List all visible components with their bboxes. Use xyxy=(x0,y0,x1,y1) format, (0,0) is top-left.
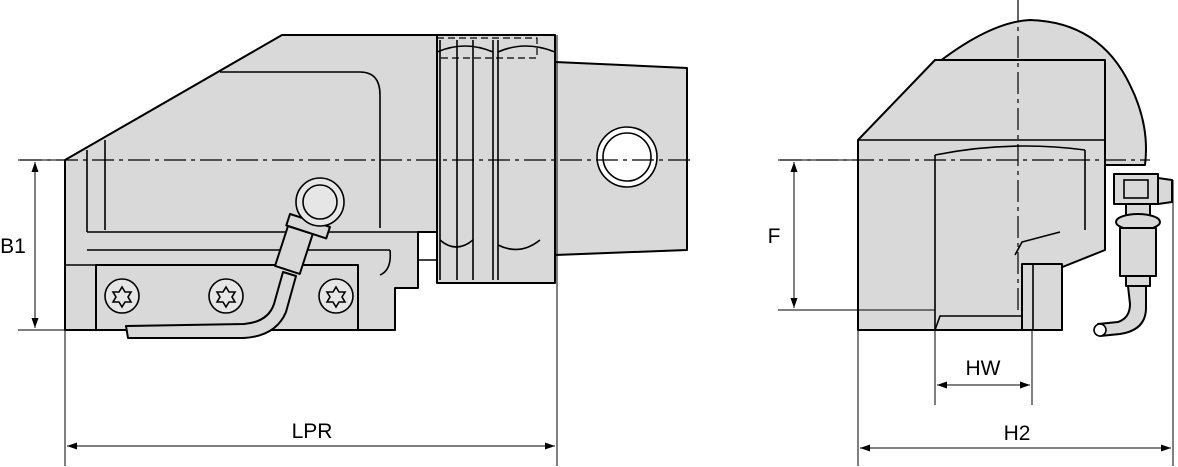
h2-dimension: H2 xyxy=(857,180,1174,466)
b1-dimension: B1 xyxy=(0,159,65,331)
cross-hole xyxy=(596,126,658,188)
lpr-dimension: LPR xyxy=(64,35,558,466)
f-dimension: F xyxy=(768,159,935,311)
coolant-pipe xyxy=(125,271,297,339)
h2-label: H2 xyxy=(1004,422,1031,445)
front-view-body xyxy=(857,59,1106,331)
lpr-label: LPR xyxy=(292,420,333,443)
flange-section xyxy=(436,34,556,284)
front-view xyxy=(780,0,1173,337)
coolant-fitting xyxy=(274,177,345,275)
torx-screw xyxy=(318,278,354,314)
f-label: F xyxy=(768,225,781,248)
front-coolant-fitting xyxy=(1093,173,1173,337)
side-view xyxy=(20,34,695,339)
hw-dimension: HW xyxy=(934,330,1033,405)
torx-screw xyxy=(208,278,244,314)
b1-label: B1 xyxy=(0,235,26,258)
torx-screw xyxy=(104,278,140,314)
hw-label: HW xyxy=(966,357,1001,380)
